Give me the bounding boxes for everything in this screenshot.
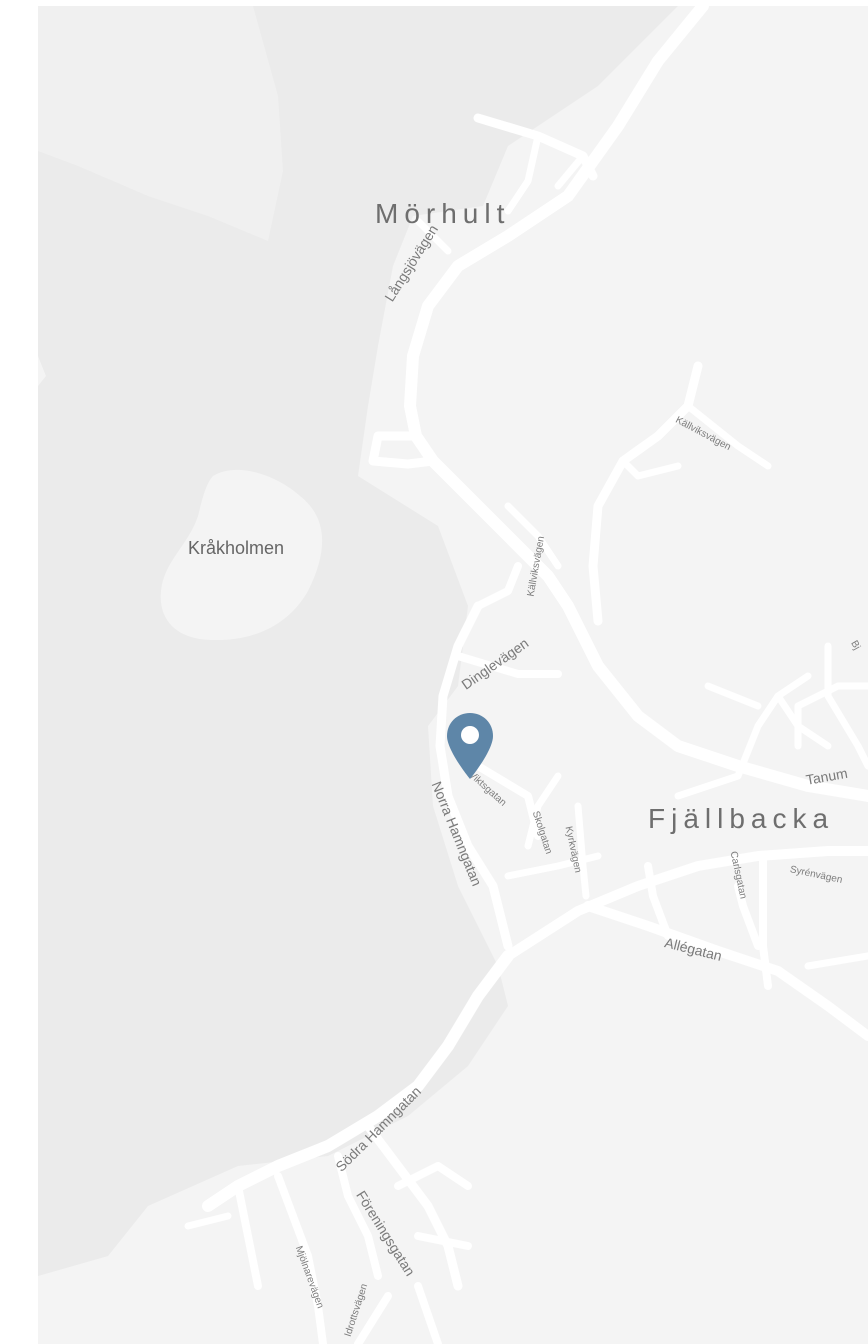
place-label-morhult: Mörhult bbox=[375, 198, 511, 229]
land-south bbox=[128, 886, 868, 1344]
place-label-fjallbacka: Fjällbacka bbox=[648, 803, 835, 834]
road-network bbox=[184, 6, 868, 1344]
island-krakholmen bbox=[160, 469, 323, 641]
water-body bbox=[38, 6, 678, 1276]
land-northwest bbox=[38, 6, 283, 241]
place-label-krakholmen: Kråkholmen bbox=[188, 538, 285, 558]
map-geometry bbox=[38, 6, 868, 1344]
map-canvas[interactable]: Mörhult Fjällbacka Kråkholmen Långsjöväg… bbox=[38, 6, 868, 1344]
location-pin-icon[interactable] bbox=[445, 711, 495, 781]
